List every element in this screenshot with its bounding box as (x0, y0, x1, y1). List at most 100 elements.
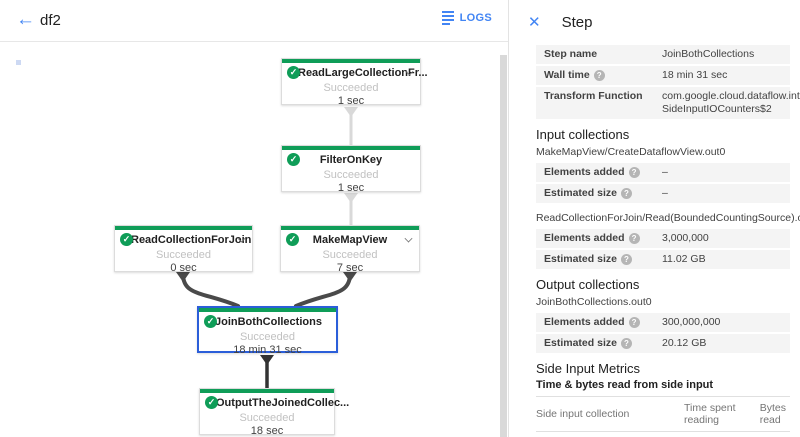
node-success-bar (281, 226, 419, 230)
detail-row-wall-time: Wall time ? 18 min 31 sec (536, 66, 790, 85)
node-title: OutputTheJoinedCollec... (216, 397, 350, 409)
graph-scrollbar[interactable] (500, 55, 507, 437)
node-time: 18 min 31 sec (233, 344, 302, 356)
job-title: df2 (40, 12, 61, 29)
metric-value: 11.02 GB (662, 253, 706, 265)
table-row: MakeMapView/CreateDataflow View.out0 10 … (536, 431, 790, 437)
node-success-bar (199, 308, 336, 312)
node-status: Succeeded (155, 249, 212, 261)
metric-value: 20.12 GB (662, 337, 707, 349)
column-header: Side input collection (536, 396, 684, 432)
node-status: Succeeded (323, 169, 379, 181)
metric-value: 3,000,000 (662, 232, 709, 244)
step-details-panel: ✕ Step Step name JoinBothCollections Wal… (508, 0, 800, 437)
help-icon[interactable]: ? (593, 70, 605, 81)
node-title: ReadCollectionForJoin (131, 234, 252, 246)
collection-name: ReadCollectionForJoin/Read(BoundedCounti… (536, 212, 800, 224)
node-status: Succeeded (323, 82, 379, 94)
chevron-down-icon[interactable] (406, 68, 413, 75)
pipeline-graph-canvas[interactable]: ✓ ReadLargeCollectionFr... Succeeded 1 s… (0, 42, 508, 437)
side-input-metrics-heading: Side Input Metrics (536, 361, 641, 376)
metric-label: Estimated size ? (544, 337, 662, 350)
metric-row-estimated-size: Estimated size ? 11.02 GB (536, 250, 790, 269)
graph-node-makemapview[interactable]: ✓ MakeMapView Succeeded 7 sec (280, 225, 420, 274)
side-input-collection-cell: MakeMapView/CreateDataflow View.out0 (536, 431, 684, 437)
graph-node-filteronkey[interactable]: ✓ FilterOnKey Succeeded 1 sec (281, 145, 421, 194)
side-input-metrics-table: Side input collection Time spent reading… (536, 396, 790, 437)
node-success-bar (282, 59, 420, 63)
metric-value: 300,000,000 (662, 316, 721, 328)
detail-value: JoinBothCollections (662, 48, 755, 60)
detail-label: Step name (544, 48, 598, 60)
chevron-down-icon[interactable] (238, 235, 245, 242)
collection-name: JoinBothCollections.out0 (536, 296, 652, 308)
metric-label: Estimated size ? (544, 187, 662, 200)
success-check-icon: ✓ (286, 233, 299, 246)
metric-label: Elements added ? (544, 232, 662, 245)
metric-row-elements-added: Elements added ? 3,000,000 (536, 229, 790, 248)
graph-node-readlargecollection[interactable]: ✓ ReadLargeCollectionFr... Succeeded 1 s… (281, 58, 428, 107)
node-title: MakeMapView (312, 234, 388, 246)
node-status: Succeeded (322, 249, 378, 261)
metric-row-estimated-size: Estimated size ? 20.12 GB (536, 334, 790, 353)
node-time: 18 sec (250, 425, 284, 437)
input-collections-heading: Input collections (536, 127, 630, 142)
metric-label: Estimated size ? (544, 253, 662, 266)
node-status: Succeeded (239, 412, 295, 424)
detail-label: Transform Function (544, 90, 643, 102)
help-icon[interactable]: ? (620, 254, 632, 265)
graph-node-readcollectionforjoin[interactable]: ✓ ReadCollectionForJoin Succeeded 0 sec (114, 225, 253, 274)
node-success-bar (200, 389, 334, 393)
graph-node-joinbothcollections-selected[interactable]: ✓ JoinBothCollections Succeeded 18 min 3… (197, 306, 338, 356)
help-icon[interactable]: ? (628, 233, 640, 244)
success-check-icon: ✓ (204, 315, 217, 328)
node-title: ReadLargeCollectionFr... (298, 67, 428, 79)
metric-label: Elements added ? (544, 316, 662, 329)
graph-node-outputthejoined[interactable]: ✓ OutputTheJoinedCollec... Succeeded 18 … (199, 388, 349, 437)
success-check-icon: ✓ (120, 233, 133, 246)
success-check-icon: ✓ (287, 153, 300, 166)
success-check-icon: ✓ (205, 396, 218, 409)
time-spent-cell: 10 min 3 sec (683, 431, 760, 437)
node-success-bar (282, 146, 420, 150)
detail-row-step-name: Step name JoinBothCollections (536, 45, 790, 64)
detail-label: Wall time ? (544, 69, 662, 82)
node-title: JoinBothCollections (215, 316, 322, 328)
logs-button[interactable]: LOGS (441, 11, 492, 25)
node-status: Succeeded (239, 331, 296, 343)
detail-value: 18 min 31 sec (662, 69, 728, 81)
panel-title: Step (561, 13, 593, 31)
node-title: FilterOnKey (319, 154, 383, 166)
help-icon[interactable]: ? (620, 188, 632, 199)
detail-value: com.google.cloud.dataflow.integration. S… (662, 90, 800, 115)
top-bar: ← df2 LOGS (0, 0, 508, 42)
help-icon[interactable]: ? (620, 338, 632, 349)
column-header: Time spent reading (683, 396, 760, 432)
node-success-bar (115, 226, 252, 230)
metric-value: – (662, 166, 668, 178)
logs-list-icon (441, 11, 454, 25)
side-input-metrics-subheading: Time & bytes read from side input (536, 379, 714, 391)
minimap-dot (16, 60, 21, 65)
metric-row-elements-added: Elements added ? 300,000,000 (536, 313, 790, 332)
back-arrow-icon[interactable]: ← (16, 9, 35, 30)
metric-row-estimated-size: Estimated size ? – (536, 184, 790, 203)
output-collections-heading: Output collections (536, 277, 640, 292)
node-time: 1 sec (337, 95, 365, 107)
node-time: 0 sec (170, 262, 197, 274)
metric-label: Elements added ? (544, 166, 662, 179)
success-check-icon: ✓ (287, 66, 300, 79)
bytes-read-cell: 10.14 GB (759, 431, 790, 437)
panel-content: Step name JoinBothCollections Wall time … (509, 44, 800, 437)
metric-value: – (662, 187, 668, 199)
node-time: 7 sec (336, 262, 364, 274)
detail-row-transform-function: Transform Function com.google.cloud.data… (536, 87, 800, 119)
chevron-down-icon[interactable] (405, 235, 412, 242)
graph-edges (176, 107, 358, 389)
help-icon[interactable]: ? (628, 317, 640, 328)
help-icon[interactable]: ? (628, 167, 640, 178)
close-icon[interactable]: ✕ (528, 13, 541, 31)
panel-header: ✕ Step (509, 0, 800, 44)
node-time: 1 sec (337, 182, 365, 194)
metric-row-elements-added: Elements added ? – (536, 163, 790, 182)
